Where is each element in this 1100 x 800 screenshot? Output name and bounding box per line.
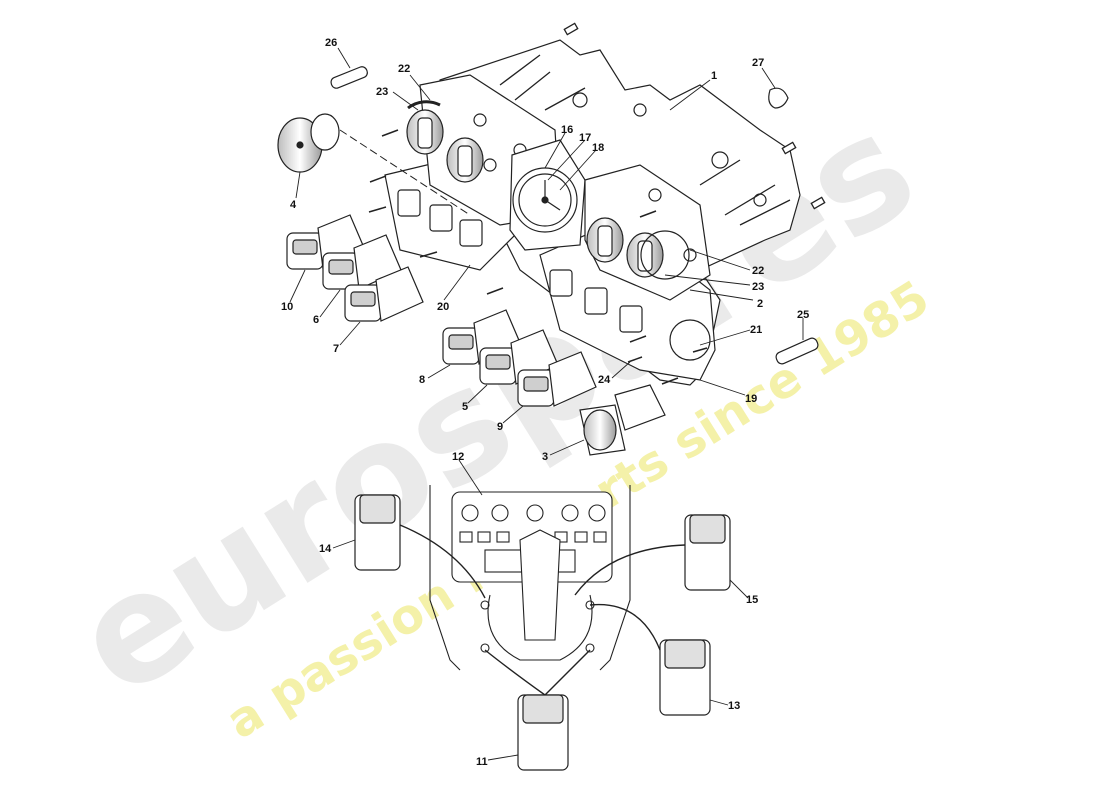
switch-part-14 [354, 494, 401, 571]
leader-lines [289, 47, 804, 761]
callout-23-top: 23 [376, 86, 388, 98]
callout-7: 7 [333, 343, 339, 355]
callout-26: 26 [325, 37, 337, 49]
callout-9: 9 [497, 421, 503, 433]
callout-20: 20 [437, 301, 449, 313]
callout-25: 25 [797, 309, 809, 321]
callout-23-right: 23 [752, 281, 764, 293]
callout-1: 1 [711, 70, 717, 82]
callout-3: 3 [542, 451, 548, 463]
callout-18: 18 [592, 142, 604, 154]
callout-27: 27 [752, 57, 764, 69]
switch-part-13 [659, 639, 711, 716]
callout-19: 19 [745, 393, 757, 405]
knob-22-23-right [586, 217, 690, 280]
screws [368, 129, 708, 385]
bolt-part-25 [775, 337, 819, 365]
leader-dash-4 [339, 129, 471, 216]
callout-12: 12 [452, 451, 464, 463]
callout-8: 8 [419, 374, 425, 386]
switch-part-11 [517, 694, 569, 771]
callout-6: 6 [313, 314, 319, 326]
callout-15: 15 [746, 594, 758, 606]
callout-5: 5 [462, 401, 468, 413]
knob-22-23-left [406, 100, 484, 183]
switch-part-15 [684, 514, 731, 591]
clock-gauge [509, 139, 586, 251]
switch-part-6 [322, 234, 402, 290]
callout-24: 24 [598, 374, 611, 386]
callout-14: 14 [319, 543, 332, 555]
callout-10: 10 [281, 301, 293, 313]
callout-13: 13 [728, 700, 740, 712]
bolt-part-26 [330, 66, 368, 89]
cap-part-27 [768, 87, 789, 109]
callout-labels: 1 2 3 4 5 6 7 8 9 10 11 12 13 14 15 16 1… [281, 37, 809, 768]
callout-22-top: 22 [398, 63, 410, 75]
callout-17: 17 [579, 132, 591, 144]
mounting-studs [499, 22, 826, 226]
location-arrows [399, 524, 686, 696]
callout-2: 2 [757, 298, 763, 310]
callout-16: 16 [561, 124, 573, 136]
callout-4: 4 [290, 199, 297, 211]
socket-part-3 [579, 384, 666, 456]
centre-console [429, 485, 631, 671]
switch-part-7 [344, 266, 424, 322]
callout-11: 11 [476, 756, 488, 768]
switch-part-9 [517, 351, 597, 407]
cap-part-4 [277, 113, 340, 173]
callout-22-right: 22 [752, 265, 764, 277]
callout-21: 21 [750, 324, 762, 336]
